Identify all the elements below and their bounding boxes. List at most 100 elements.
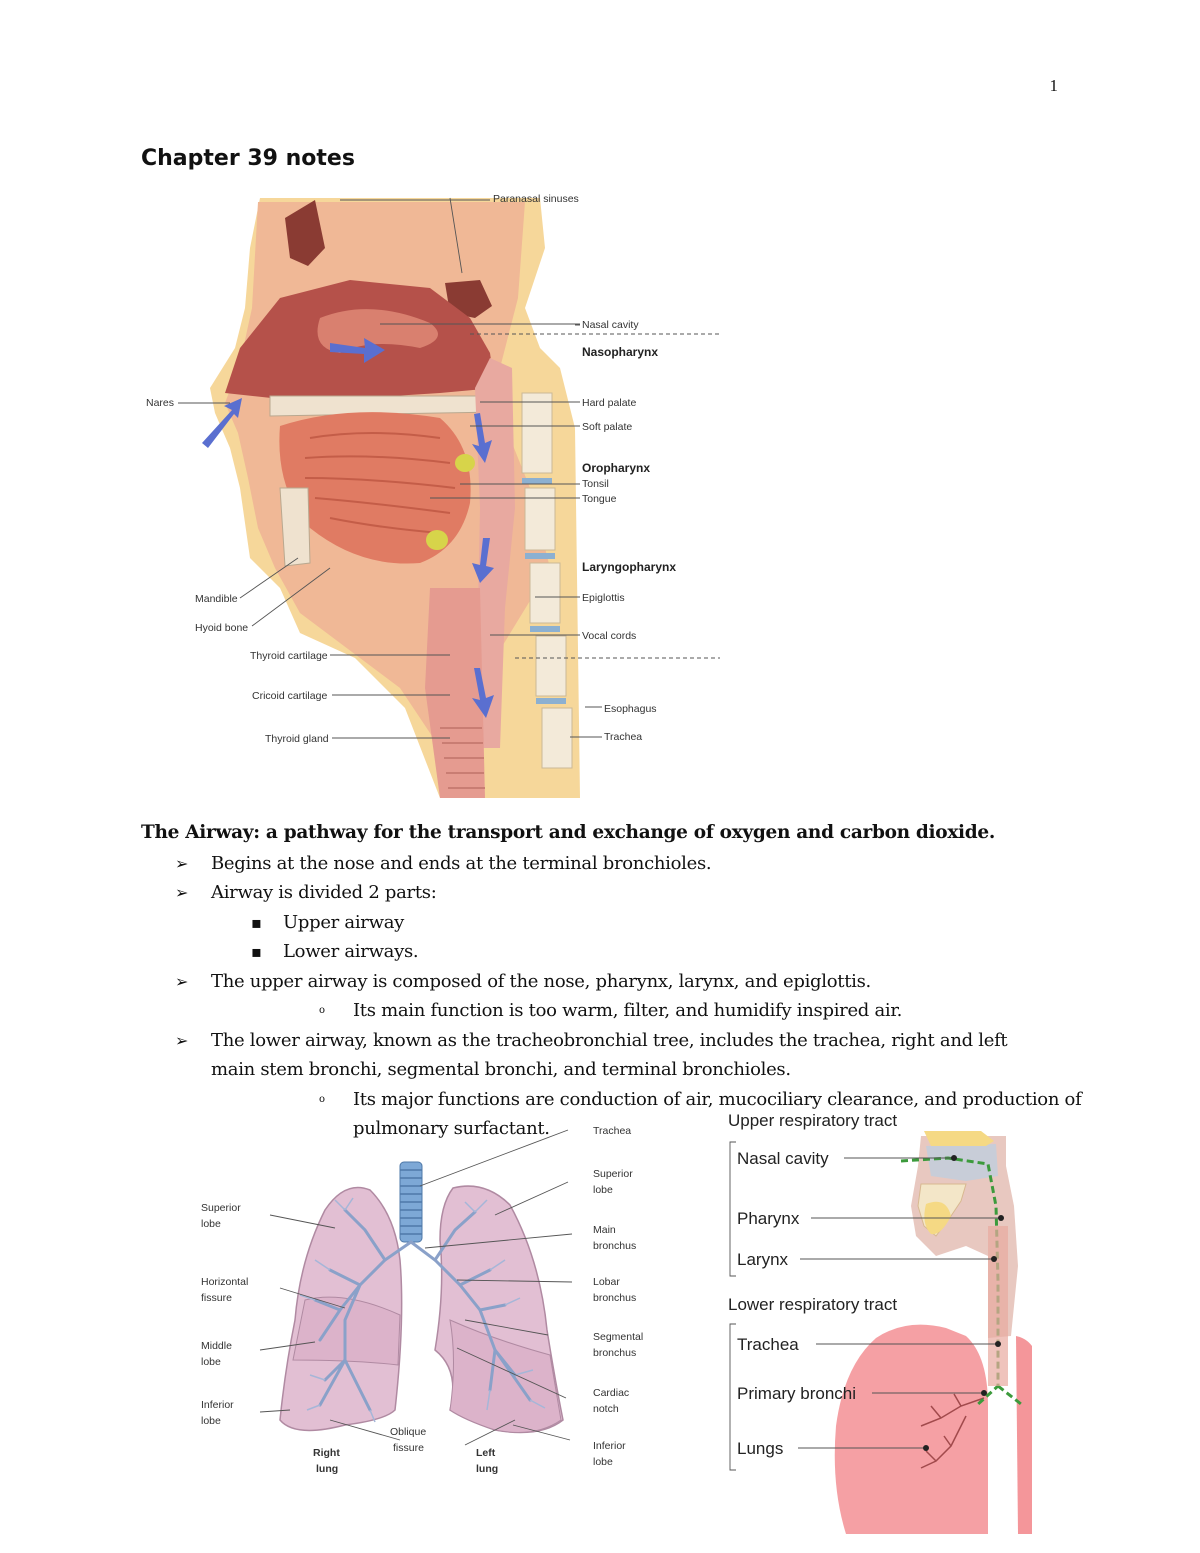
bullet-item: ➢Airway is divided 2 parts: — [141, 878, 1051, 908]
tonsil-shape — [455, 454, 475, 472]
label-vocal-cords: Vocal cords — [582, 630, 636, 642]
bullet-item: ➢The upper airway is composed of the nos… — [141, 967, 1051, 997]
arrow-bullet-icon: ➢ — [175, 971, 189, 991]
sub-bullet-item: ▪Lower airways. — [141, 937, 1051, 967]
label-epiglottis: Epiglottis — [582, 592, 625, 604]
left-lung-lower — [449, 1319, 562, 1433]
label-cricoid-cartilage: Cricoid cartilage — [252, 690, 327, 702]
label-superior-lobe-right: Superior — [593, 1168, 633, 1180]
trachea-rings — [440, 727, 485, 789]
tongue-region — [279, 412, 471, 564]
label-tonsil: Tonsil — [582, 478, 609, 490]
airflow-arrow-icon — [472, 668, 494, 718]
label-primary-bronchi: Primary bronchi — [737, 1384, 856, 1403]
hyoid-shape — [426, 530, 448, 550]
label-paranasal-sinuses: Paranasal sinuses — [493, 193, 579, 205]
airflow-arrow-icon — [472, 538, 494, 583]
marker-dot — [923, 1445, 929, 1451]
label-horizontal-fissure-line2: fissure — [201, 1292, 232, 1304]
label-thyroid-gland: Thyroid gland — [265, 733, 329, 745]
label-oropharynx: Oropharynx — [582, 461, 650, 475]
label-superior-lobe-left: Superior — [201, 1202, 241, 1214]
airway-heading: The Airway: a pathway for the transport … — [141, 822, 996, 843]
label-hard-palate: Hard palate — [582, 397, 636, 409]
label-thyroid-cartilage: Thyroid cartilage — [250, 650, 328, 662]
nasal-turbinates — [317, 309, 438, 353]
label-trachea-lungs: Trachea — [593, 1125, 631, 1137]
label-right-lung: Right — [313, 1447, 340, 1459]
head-neck-anatomy-figure: Paranasal sinuses Nasal cavity Nasophary… — [146, 193, 720, 798]
label-soft-palate: Soft palate — [582, 421, 632, 433]
label-main-bronchus-line2: bronchus — [593, 1240, 636, 1252]
arrow-bullet-icon: ➢ — [175, 1030, 189, 1050]
tract-bronchioles — [920, 1393, 985, 1469]
arrow-bullet-icon: ➢ — [175, 853, 189, 873]
bronchioles — [299, 1197, 546, 1423]
mandible-bone — [279, 487, 311, 567]
label-nasal-cavity-tract: Nasal cavity — [737, 1149, 829, 1168]
label-superior-lobe-right-line2: lobe — [593, 1184, 613, 1196]
label-left-lung: Left — [476, 1447, 496, 1459]
circle-bullet-icon: o — [319, 1005, 325, 1016]
marker-dot — [951, 1155, 957, 1161]
label-nasal-cavity: Nasal cavity — [582, 319, 639, 331]
tract-lungs-shape-right — [1016, 1336, 1032, 1534]
square-bullet-icon: ▪ — [251, 942, 262, 961]
tract-nasal — [926, 1144, 998, 1181]
arrow-bullet-icon: ➢ — [175, 883, 189, 902]
label-segmental-bronchus-line2: bronchus — [593, 1347, 636, 1359]
label-nasopharynx: Nasopharynx — [582, 345, 658, 359]
airway-notes: The Airway: a pathway for the transport … — [141, 818, 1082, 1144]
chapter-title: Chapter 39 notes — [141, 146, 355, 171]
label-cardiac-notch: Cardiac — [593, 1387, 629, 1399]
label-trachea: Trachea — [604, 731, 642, 743]
label-lower-respiratory-tract: Lower respiratory tract — [728, 1295, 897, 1314]
lungs-figure: Trachea Superior lobe Main bronchus Loba… — [201, 1125, 643, 1475]
label-superior-lobe-left-line2: lobe — [201, 1218, 221, 1230]
label-middle-lobe: Middle — [201, 1340, 232, 1352]
page-number: 1 — [1049, 76, 1059, 95]
label-left-lung-line2: lung — [476, 1463, 498, 1475]
label-inferior-lobe-left-line2: lobe — [201, 1415, 221, 1427]
label-laryngopharynx: Laryngopharynx — [582, 560, 676, 574]
label-pharynx: Pharynx — [737, 1209, 800, 1228]
square-bullet-icon: ▪ — [251, 912, 262, 932]
label-upper-respiratory-tract: Upper respiratory tract — [728, 1111, 897, 1130]
label-larynx: Larynx — [737, 1250, 789, 1269]
airflow-arrow-icon — [202, 398, 242, 448]
label-right-lung-line2: lung — [316, 1463, 338, 1475]
frontal-sinus — [285, 200, 325, 266]
label-segmental-bronchus: Segmental — [593, 1331, 643, 1343]
marker-dot — [995, 1341, 1001, 1347]
tract-skull-top — [924, 1131, 994, 1146]
label-inferior-lobe-left: Inferior — [201, 1399, 234, 1411]
label-middle-lobe-line2: lobe — [201, 1356, 221, 1368]
label-esophagus: Esophagus — [604, 703, 657, 715]
marker-dot — [998, 1215, 1004, 1221]
label-lobar-bronchus: Lobar — [593, 1276, 620, 1288]
bullet-item: ➢The lower airway, known as the tracheob… — [141, 1026, 1051, 1085]
larynx-trachea — [425, 588, 485, 798]
sub-bullet-item: ▪Upper airway — [141, 908, 1051, 938]
bullet-item: ➢Begins at the nose and ends at the term… — [141, 849, 1051, 879]
airflow-arrow-icon — [330, 338, 385, 363]
label-cardiac-notch-line2: notch — [593, 1403, 619, 1415]
label-inferior-lobe-right-line2: lobe — [593, 1456, 613, 1468]
label-inferior-lobe-right: Inferior — [593, 1440, 626, 1452]
trachea-rings-icon — [399, 1161, 423, 1243]
label-lobar-bronchus-line2: bronchus — [593, 1292, 636, 1304]
label-oblique-fissure: Oblique — [390, 1426, 426, 1438]
label-trachea-tract: Trachea — [737, 1335, 799, 1354]
respiratory-tract-figure: Upper respiratory tract Nasal cavity Pha… — [728, 1111, 1032, 1534]
label-tongue: Tongue — [582, 493, 617, 505]
trachea-column — [988, 1226, 1008, 1386]
tongue-fibers — [304, 432, 456, 534]
marker-dot — [981, 1390, 987, 1396]
circle-bullet-icon: o — [319, 1093, 325, 1105]
airflow-arrow-icon — [472, 413, 492, 463]
label-horizontal-fissure: Horizontal — [201, 1276, 248, 1288]
label-mandible: Mandible — [195, 593, 238, 605]
marker-dot — [991, 1256, 997, 1262]
